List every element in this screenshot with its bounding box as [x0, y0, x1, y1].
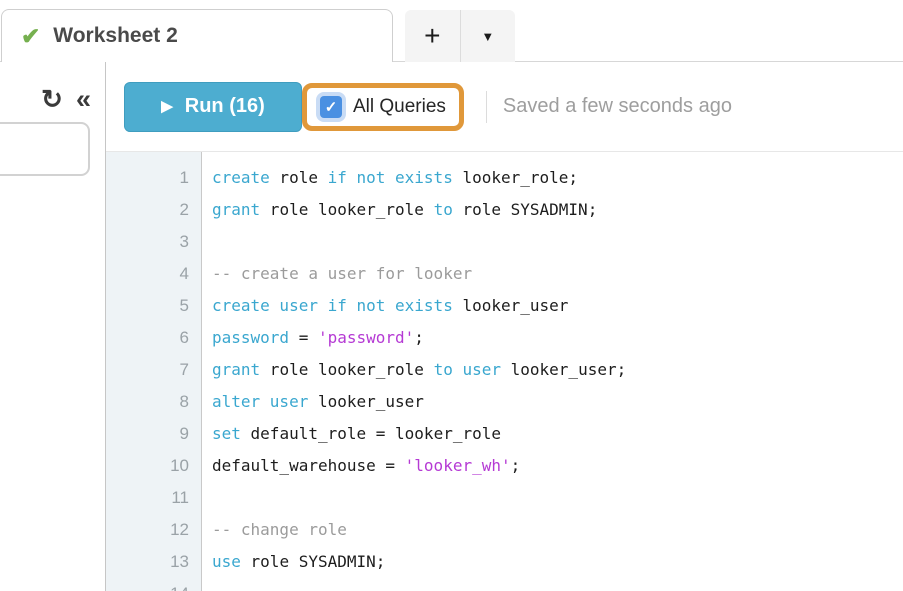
code-line[interactable]: create role if not exists looker_role;: [212, 162, 903, 194]
plus-icon: +: [424, 20, 441, 51]
chevron-down-icon: ▼: [481, 28, 495, 44]
code-line[interactable]: set default_role = looker_role: [212, 418, 903, 450]
sql-editor: 1234567891011121314 create role if not e…: [106, 152, 903, 591]
checkmark-icon: ✓: [324, 98, 338, 116]
code-token: looker_user;: [501, 360, 627, 379]
line-number: 7: [179, 360, 189, 379]
code-token: role SYSADMIN;: [240, 552, 386, 571]
tab-label: Worksheet 2: [53, 24, 178, 47]
tab-worksheet-2[interactable]: ✔ Worksheet 2: [1, 9, 393, 62]
code-token: create: [212, 168, 270, 187]
saved-status-text: Saved a few seconds ago: [502, 95, 732, 117]
line-number: 12: [170, 520, 189, 539]
code-token: set: [212, 424, 241, 443]
code-token: looker_role;: [452, 168, 579, 187]
code-token: use: [212, 552, 241, 571]
run-button-label: Run (16): [184, 95, 265, 117]
code-token: 'password': [317, 328, 415, 347]
code-token: grant: [212, 200, 261, 219]
code-line[interactable]: alter user looker_user: [212, 386, 903, 418]
worksheet-tab-bar: ✔ Worksheet 2 + ▼: [0, 0, 903, 62]
line-number: 4: [179, 264, 189, 283]
editor-toolbar: ▶ Run (16) ✓ All Queries Saved a few sec…: [106, 62, 903, 152]
code-line[interactable]: [212, 482, 903, 514]
success-check-icon: ✔: [21, 22, 41, 49]
code-line[interactable]: grant role looker_role to role SYSADMIN;: [212, 194, 903, 226]
new-worksheet-button[interactable]: +: [405, 10, 461, 62]
code-token: password: [212, 328, 290, 347]
code-token: ;: [510, 456, 521, 475]
toolbar-divider: [485, 90, 487, 123]
collapse-sidebar-icon[interactable]: «: [75, 84, 91, 114]
code-token: create user if not exists: [212, 296, 453, 315]
code-token: role: [269, 168, 328, 187]
line-number: 11: [171, 488, 189, 507]
code-token: to user: [433, 360, 501, 379]
code-line[interactable]: use role SYSADMIN;: [212, 546, 903, 578]
code-line[interactable]: -- change role: [212, 514, 903, 546]
line-number: 10: [170, 456, 189, 475]
code-token: ;: [414, 328, 424, 347]
code-token: to: [433, 200, 453, 219]
code-token: -- change role: [212, 520, 347, 539]
main-area: ↻ « ▶ Run (16) ✓ All Queries Saved a few…: [0, 62, 903, 591]
play-icon: ▶: [161, 98, 173, 115]
line-number: 1: [179, 168, 189, 187]
code-token: looker_user: [308, 392, 424, 411]
code-token: =: [289, 328, 318, 347]
line-number: 8: [179, 392, 189, 411]
line-number: 2: [179, 200, 189, 219]
code-line[interactable]: [212, 226, 903, 258]
code-area[interactable]: create role if not exists looker_role;gr…: [202, 152, 903, 591]
code-line[interactable]: -- create a user for looker: [212, 258, 903, 290]
code-token: looker_user: [452, 296, 569, 315]
line-number: 9: [179, 424, 189, 443]
code-token: alter user: [212, 392, 309, 411]
all-queries-checkbox[interactable]: ✓: [320, 95, 342, 118]
code-token: role looker_role: [260, 360, 434, 379]
all-queries-highlight-box: ✓ All Queries: [302, 82, 464, 131]
code-token: default_warehouse =: [212, 456, 405, 475]
line-number: 6: [179, 328, 189, 347]
code-line[interactable]: [212, 578, 903, 591]
line-number: 14: [106, 578, 189, 591]
sidebar-search-box[interactable]: [0, 122, 90, 176]
line-number: 13: [170, 552, 189, 571]
code-line[interactable]: password = 'password';: [212, 322, 903, 354]
all-queries-label[interactable]: All Queries: [353, 95, 446, 117]
line-number: 3: [179, 232, 189, 251]
line-number-gutter: 1234567891011121314: [106, 152, 202, 591]
tab-actions-group: + ▼: [405, 10, 515, 62]
worksheet-menu-button[interactable]: ▼: [461, 10, 516, 62]
sidebar-icon-row: ↻ «: [0, 62, 105, 113]
run-button[interactable]: ▶ Run (16): [124, 81, 302, 132]
code-line[interactable]: default_warehouse = 'looker_wh';: [212, 450, 903, 482]
code-token: if not exists: [327, 168, 453, 187]
code-token: default_role = looker_role: [240, 424, 501, 443]
code-token: grant: [212, 360, 261, 379]
code-token: role looker_role: [260, 200, 434, 219]
code-token: role SYSADMIN;: [452, 200, 598, 219]
code-line[interactable]: create user if not exists looker_user: [212, 290, 903, 322]
code-line[interactable]: grant role looker_role to user looker_us…: [212, 354, 903, 386]
refresh-icon[interactable]: ↻: [41, 84, 63, 114]
editor-column: ▶ Run (16) ✓ All Queries Saved a few sec…: [106, 62, 903, 591]
code-token: 'looker_wh': [404, 456, 511, 475]
line-number: 5: [179, 296, 189, 315]
code-token: -- create a user for looker: [212, 264, 473, 283]
left-sidebar: ↻ «: [0, 62, 106, 591]
